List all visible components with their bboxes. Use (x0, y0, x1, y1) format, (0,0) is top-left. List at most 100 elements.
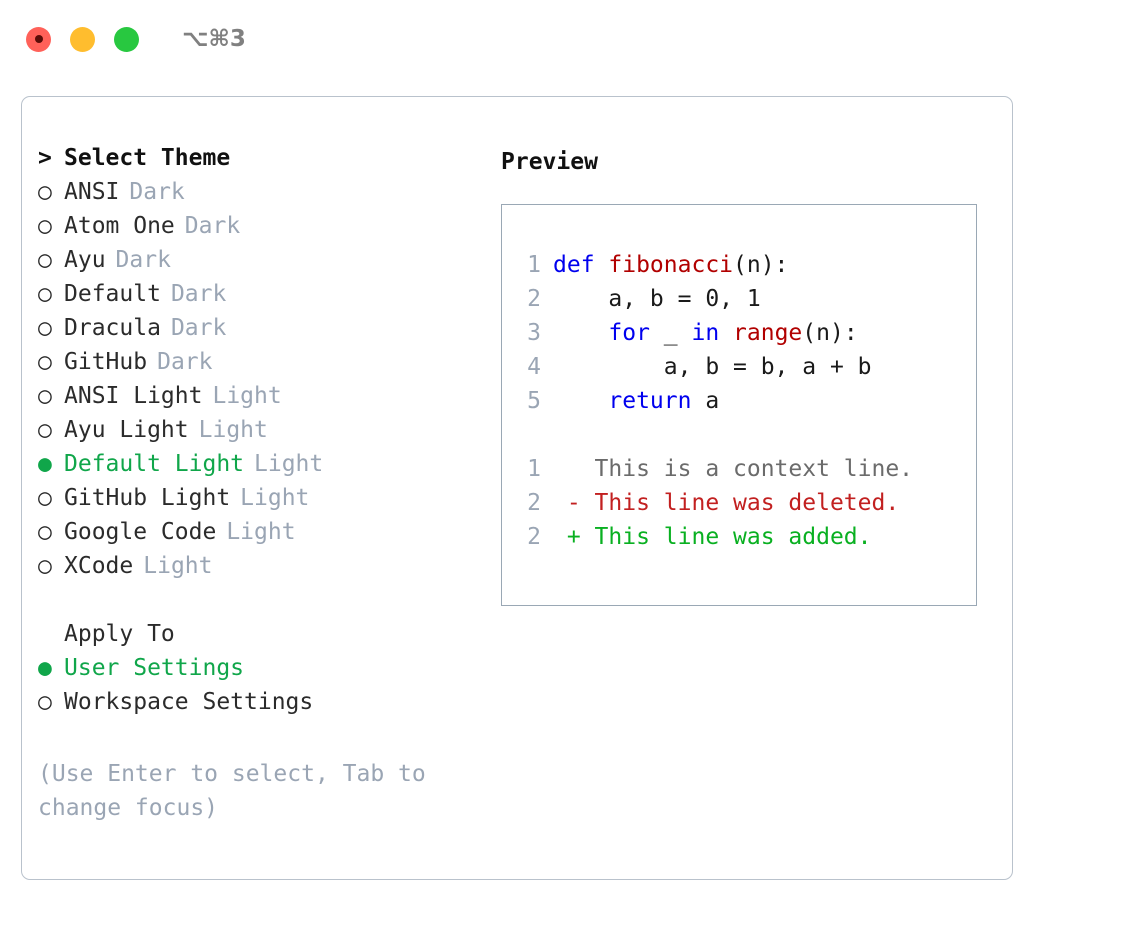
line-content: a, b = b, a + b (553, 354, 872, 380)
apply-to-label: Workspace Settings (64, 689, 314, 715)
code-token: - This line was deleted. (553, 490, 900, 516)
theme-name: Google Code (64, 519, 217, 545)
code-token (719, 320, 733, 346)
code-line: 4 a, b = b, a + b (513, 354, 976, 388)
window-controls (26, 26, 139, 52)
theme-name: Default (64, 281, 161, 307)
apply-to-item[interactable]: ○ Workspace Settings (38, 689, 488, 723)
maximize-window-button[interactable] (114, 26, 139, 52)
keyboard-shortcut-label: ⌥⌘3 (182, 26, 246, 52)
theme-name: GitHub (64, 349, 148, 375)
theme-mode-badge: Light (226, 519, 296, 545)
line-number: 2 (527, 524, 541, 550)
apply-to-header: Apply To (64, 621, 175, 647)
line-number: 5 (527, 388, 541, 414)
line-content: This is a context line. (553, 456, 914, 482)
theme-name: Ayu Light (64, 417, 189, 443)
select-theme-header: Select Theme (64, 145, 231, 171)
code-sample: 1 def fibonacci(n): 2 a, b = 0, 1 3 for _ i… (513, 252, 976, 422)
line-number: 4 (527, 354, 541, 380)
close-window-button[interactable] (26, 26, 51, 52)
theme-mode-badge: Dark (184, 213, 241, 239)
code-token: in (691, 320, 720, 346)
theme-list-item[interactable]: ○ GitHub Dark (38, 349, 488, 383)
code-token: for (608, 320, 650, 346)
line-content: - This line was deleted. (553, 490, 899, 516)
code-token: a, b = 0, 1 (553, 286, 761, 312)
theme-name: GitHub Light (64, 485, 231, 511)
theme-mode-badge: Dark (157, 349, 213, 375)
line-number: 1 (527, 252, 541, 278)
theme-name: Dracula (64, 315, 161, 341)
radio-selected-icon: ● (38, 451, 52, 477)
title-bar: ⌥⌘3 (0, 0, 1140, 78)
code-token: (n): (733, 252, 789, 278)
theme-mode-badge: Dark (170, 281, 227, 307)
theme-list-item[interactable]: ○ Ayu Light Light (38, 417, 488, 451)
theme-mode-badge: Light (212, 383, 282, 409)
diff-sample: 1 This is a context line.2 - This line w… (513, 456, 976, 558)
theme-mode-badge: Light (143, 553, 213, 579)
diff-line: 2 + This line was added. (513, 524, 976, 558)
radio-unselected-icon: ○ (38, 349, 52, 375)
theme-name: ANSI Light (64, 383, 203, 409)
diff-line: 1 This is a context line. (513, 456, 976, 490)
radio-unselected-icon: ○ (38, 213, 52, 239)
line-number: 2 (527, 286, 541, 312)
theme-name: Default Light (64, 451, 245, 477)
radio-unselected-icon: ○ (38, 519, 52, 545)
radio-unselected-icon: ○ (38, 179, 52, 205)
code-token (553, 320, 608, 346)
line-content: + This line was added. (553, 524, 872, 550)
theme-mode-badge: Light (198, 417, 268, 443)
apply-to-item[interactable]: ●User Settings (38, 655, 488, 689)
code-token: + This line was added. (553, 524, 872, 550)
theme-list-item[interactable]: ○ Ayu Dark (38, 247, 488, 281)
apply-to-spacer (38, 621, 64, 647)
code-token: range (733, 320, 803, 346)
line-content: return a (553, 388, 719, 414)
theme-name: ANSI (64, 179, 120, 205)
code-line: 3 for _ in range(n): (513, 320, 976, 354)
radio-selected-icon: ● (38, 655, 52, 681)
theme-name: Ayu (64, 247, 106, 273)
radio-unselected-icon: ○ (38, 689, 52, 715)
code-token: _ (649, 320, 692, 346)
theme-list-item[interactable]: ○ Google Code Light (38, 519, 488, 553)
code-token: (n): (802, 320, 858, 346)
apply-to-header-row: Apply To (38, 621, 488, 655)
theme-list-item[interactable]: ○ ANSI Dark (38, 179, 488, 213)
radio-unselected-icon: ○ (38, 281, 52, 307)
theme-name: XCode (64, 553, 134, 579)
radio-unselected-icon: ○ (38, 247, 52, 273)
theme-list-item[interactable]: ○ Default Dark (38, 281, 488, 315)
code-token: This is a context line. (553, 456, 914, 482)
diff-line: 2 - This line was deleted. (513, 490, 976, 524)
theme-mode-badge: Dark (115, 247, 171, 273)
code-token (553, 388, 608, 414)
code-line: 1 def fibonacci(n): (513, 252, 976, 286)
keyboard-hint-text: (Use Enter to select, Tab to change focu… (38, 761, 426, 821)
theme-list-item[interactable]: ○ Atom One Dark (38, 213, 488, 247)
minimize-window-button[interactable] (70, 26, 95, 52)
close-icon (34, 35, 43, 43)
code-token: fibonacci (608, 252, 734, 278)
theme-mode-badge: Light (240, 485, 310, 511)
line-content: def fibonacci(n): (553, 252, 788, 278)
preview-gap (513, 422, 976, 456)
theme-name: Atom One (64, 213, 175, 239)
code-token: a, b = b, a + b (553, 354, 872, 380)
theme-mode-badge: Dark (170, 315, 227, 341)
theme-mode-badge: Dark (129, 179, 185, 205)
radio-unselected-icon: ○ (38, 417, 52, 443)
select-theme-header-row: > Select Theme (38, 145, 488, 179)
preview-box: 1 def fibonacci(n): 2 a, b = 0, 1 3 for _ i… (501, 204, 977, 606)
line-content: a, b = 0, 1 (553, 286, 761, 312)
